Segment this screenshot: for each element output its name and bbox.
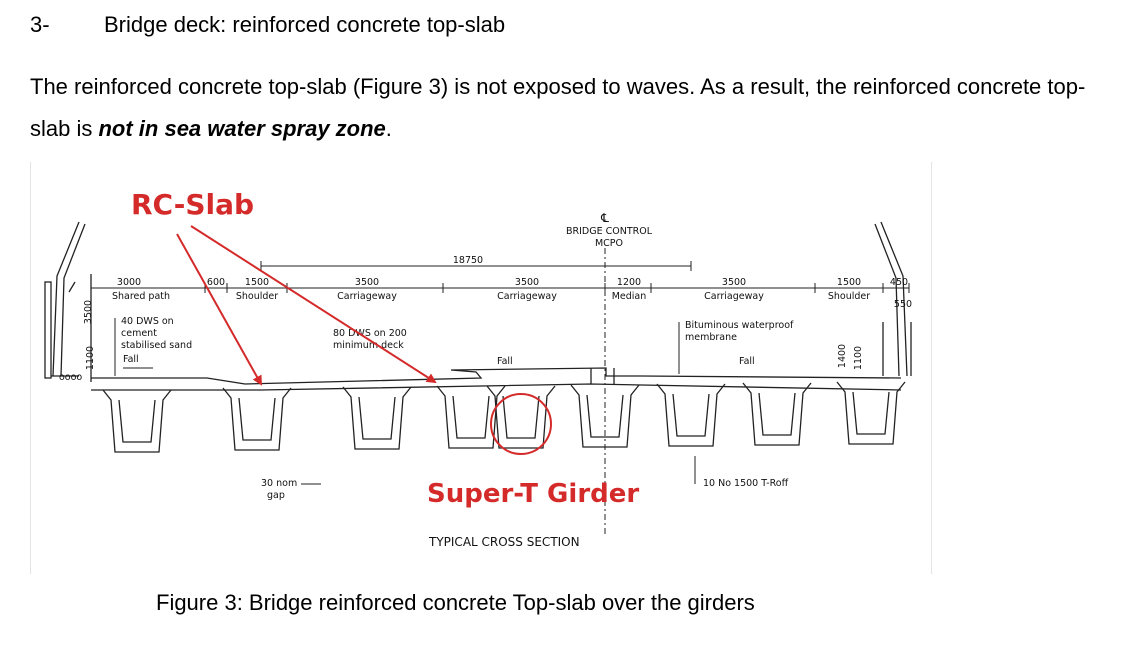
section-title: Bridge deck: reinforced concrete top-sla… — [104, 12, 506, 37]
girder-3 — [342, 386, 412, 450]
rc-slab-arrow-2 — [190, 225, 437, 384]
label-carriageway-left: Carriageway — [337, 291, 397, 302]
lane-dimension-line — [90, 283, 910, 293]
girder-2 — [222, 387, 292, 451]
figure-caption: Figure 3: Bridge reinforced concrete Top… — [156, 590, 755, 615]
girder-void-1 — [118, 399, 156, 443]
dim-median: 1200 — [617, 277, 641, 288]
label-shoulder-left: Shoulder — [236, 291, 278, 302]
paragraph-text: The reinforced concrete top-slab (Figure… — [30, 74, 1086, 141]
girder-5 — [486, 385, 556, 449]
paragraph-emphasis: not in sea water spray zone — [98, 116, 386, 141]
dim-1400: 1400 — [837, 344, 848, 368]
note-dws-cement-1: 40 DWS on — [121, 316, 174, 327]
cross-section-figure: oooo 18750 ℄ BRIDGE CONTROL MCPO — [30, 162, 932, 574]
note-bitumen-1: Bituminous waterproof — [685, 320, 794, 331]
dim-carriageway-mid: 3500 — [515, 277, 539, 288]
gap-label-1: 30 nom — [261, 478, 297, 489]
section-number: 3- — [30, 12, 50, 37]
label-carriageway-mid: Carriageway — [497, 291, 557, 302]
girder-1 — [102, 389, 172, 453]
super-t-girder-label: Super-T Girder — [427, 479, 639, 509]
girder-void-7 — [672, 393, 710, 437]
deck-slab — [91, 367, 902, 391]
dim-shared-path: 3000 — [117, 277, 141, 288]
dim-shoulder-left: 1500 — [245, 277, 269, 288]
dim-550: 550 — [894, 299, 912, 310]
girder-void-2 — [238, 397, 276, 441]
label-shared-path: Shared path — [112, 291, 170, 302]
overall-dim: 18750 — [453, 255, 483, 266]
dim-1100-right: 1100 — [853, 346, 864, 370]
dim-450: 450 — [890, 277, 908, 288]
super-t-girders — [102, 381, 906, 453]
girder-void-5 — [502, 395, 540, 439]
centreline-symbol: ℄ — [600, 211, 609, 225]
dim-carriageway-right: 3500 — [722, 277, 746, 288]
dim-3500-vertical: 3500 — [83, 300, 94, 324]
pile-text: oooo — [59, 372, 82, 383]
girder-void-6 — [586, 394, 624, 438]
rc-slab-arrow-1 — [176, 233, 262, 386]
girder-void-8 — [758, 392, 796, 436]
note-dws-deck-1: 80 DWS on 200 — [333, 328, 407, 339]
cross-section-drawing: oooo 18750 ℄ BRIDGE CONTROL MCPO — [44, 188, 912, 549]
girder-highlight-circle — [490, 393, 552, 455]
girder-8 — [742, 382, 812, 446]
paragraph-end: . — [385, 116, 392, 141]
body-paragraph: The reinforced concrete top-slab (Figure… — [30, 66, 1090, 150]
girder-4 — [436, 385, 506, 449]
label-carriageway-right: Carriageway — [704, 291, 764, 302]
girders-note: 10 No 1500 T-Roff — [703, 478, 789, 489]
dim-carriageway-left: 3500 — [355, 277, 379, 288]
girder-void-3 — [358, 396, 396, 440]
label-median: Median — [612, 291, 647, 302]
gap-label-2: gap — [267, 490, 285, 501]
mcpo-label: MCPO — [595, 238, 623, 249]
section-title-text: TYPICAL CROSS SECTION — [428, 535, 580, 549]
label-shoulder-right: Shoulder — [828, 291, 870, 302]
girder-7 — [656, 383, 726, 447]
bridge-control-label: BRIDGE CONTROL — [566, 226, 653, 237]
overall-dimension — [260, 261, 692, 271]
girder-9 — [836, 381, 906, 445]
rc-slab-label: RC-Slab — [131, 188, 254, 221]
note-dws-deck-2: minimum deck — [333, 340, 404, 351]
fall-label-1: Fall — [123, 354, 139, 365]
note-dws-cement-2: cement — [121, 328, 157, 339]
fall-label-2: Fall — [497, 356, 513, 367]
dim-600: 600 — [207, 277, 225, 288]
right-parapet — [874, 221, 912, 377]
girder-void-9 — [852, 391, 890, 435]
note-bitumen-2: membrane — [685, 332, 737, 343]
dim-shoulder-right: 1500 — [837, 277, 861, 288]
note-dws-cement-3: stabilised sand — [121, 340, 192, 351]
fall-label-3: Fall — [739, 356, 755, 367]
girder-void-4 — [452, 395, 490, 439]
dim-1100-left: 1100 — [85, 346, 96, 370]
